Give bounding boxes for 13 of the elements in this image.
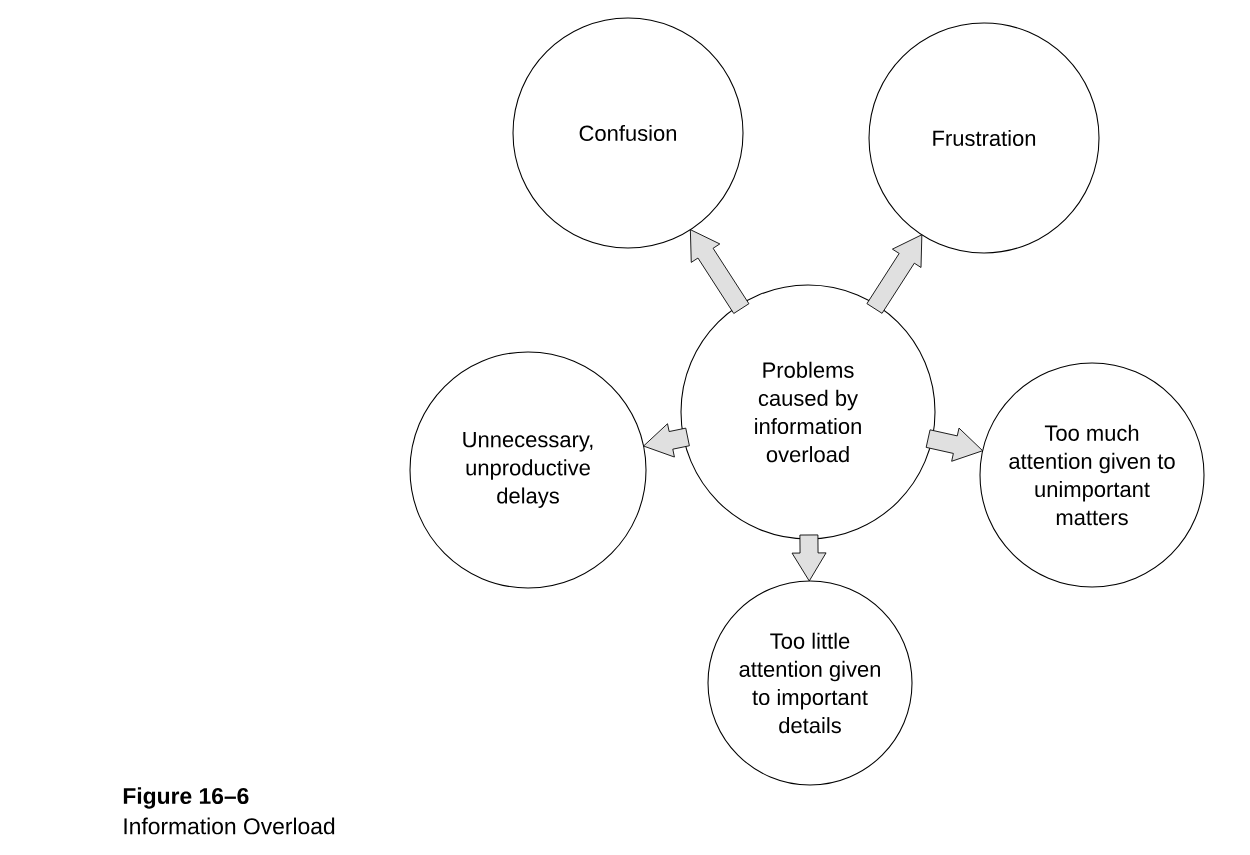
block-arrow xyxy=(925,427,984,462)
circle-node: Frustration xyxy=(868,22,1100,254)
block-arrow xyxy=(643,423,690,458)
block-arrow xyxy=(791,534,827,582)
circle-node: Too little attention given to important details xyxy=(707,580,913,786)
circle-node: Unnecessary, unproductive delays xyxy=(409,351,647,589)
block-arrow xyxy=(689,229,750,314)
circle-node: Too much attention given to unimportant matters xyxy=(979,362,1205,588)
circle-node: Confusion xyxy=(512,17,744,249)
block-arrow xyxy=(866,234,923,314)
figure-number: Figure 16–6 xyxy=(123,787,249,809)
circle-node: Problems caused by information overload xyxy=(680,284,936,540)
figure-caption: Information Overload xyxy=(124,817,335,835)
